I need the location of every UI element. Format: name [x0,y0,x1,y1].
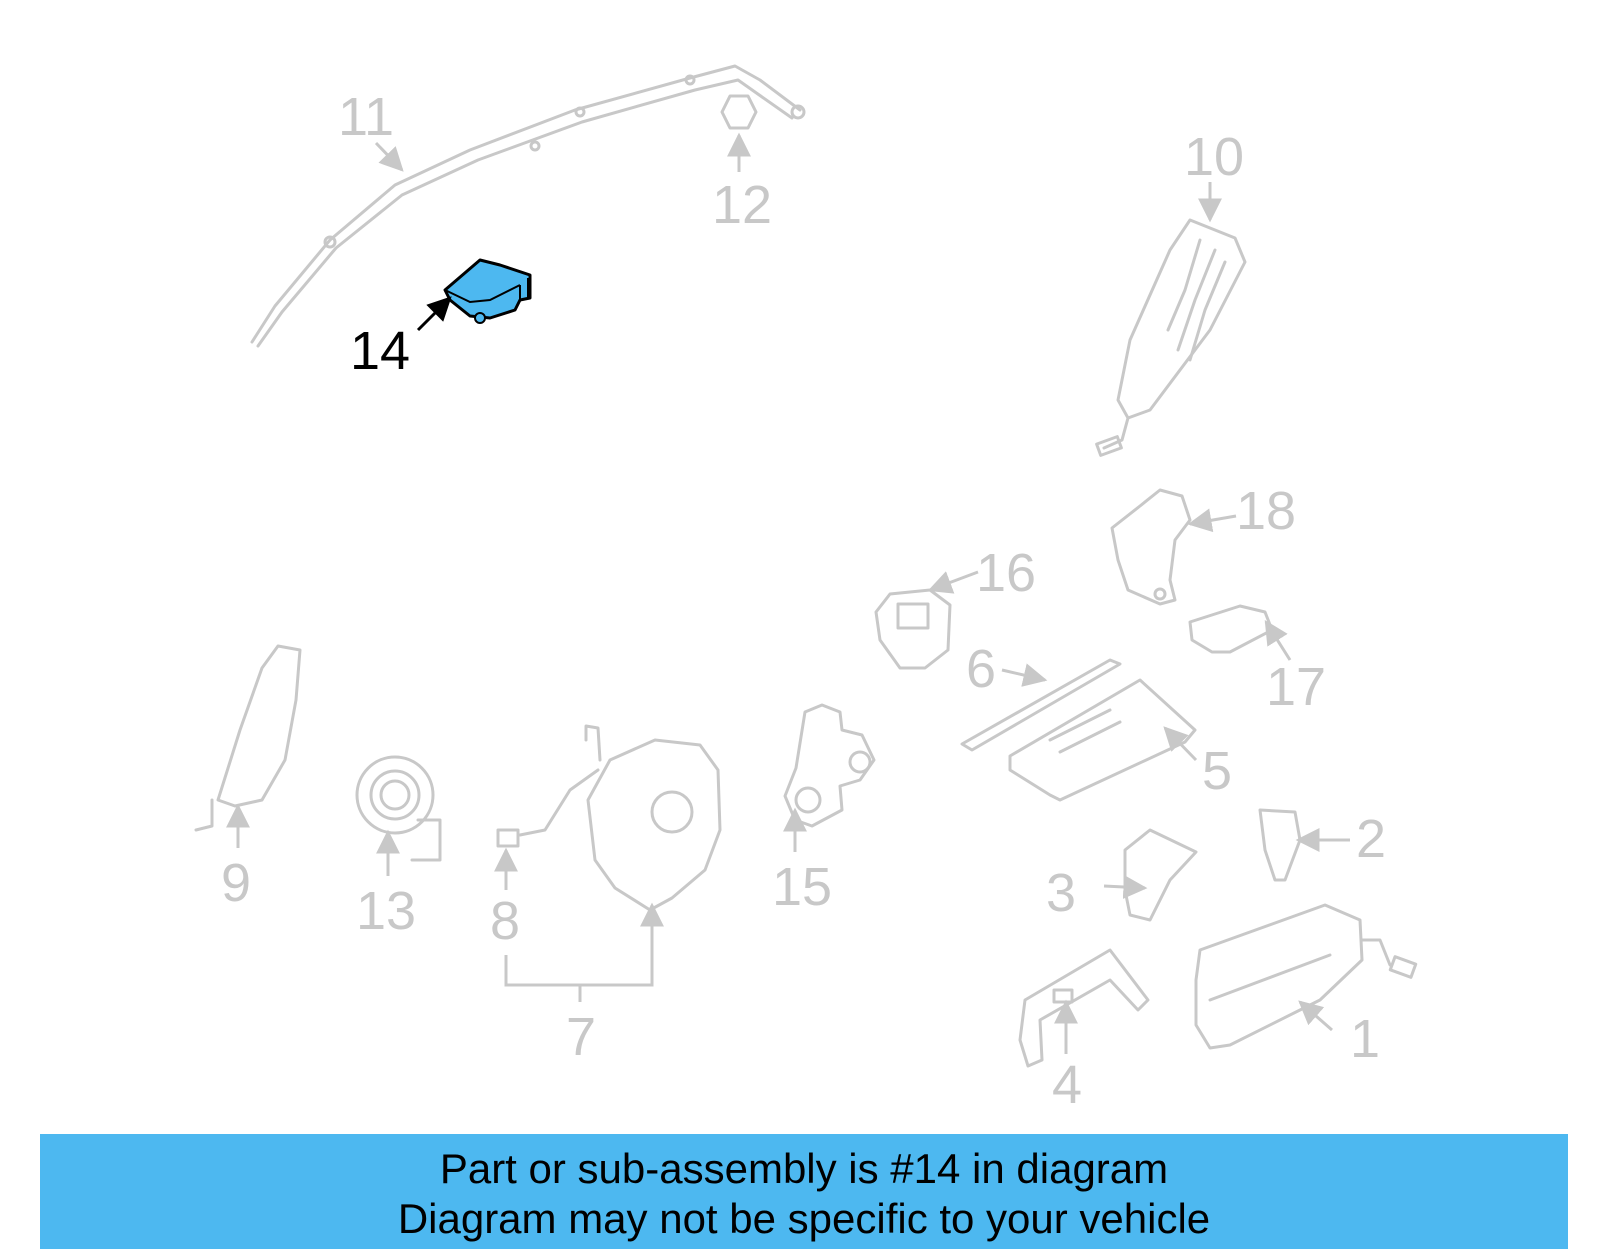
part-11-curtain-airbag [250,64,806,348]
callout-18: 18 [1236,481,1297,541]
callout-14: 14 [350,321,411,381]
callout-6: 6 [966,639,997,699]
banner-part-text: Part or sub-assembly is #14 in diagram [439,1145,1169,1192]
callout-11: 11 [338,87,395,147]
part-12-nut [720,94,758,130]
part-2-bracket [1258,808,1302,882]
callout-13: 13 [356,881,417,941]
part-16-sensor [874,588,952,670]
callout-4: 4 [1052,1055,1083,1115]
part-8-harness [496,768,600,848]
part-9-knee-airbag [194,644,302,832]
callout-16: 16 [976,543,1037,603]
banner-disclaimer-text: Diagram may not be specific to your vehi… [397,1195,1211,1242]
part-5-module [1008,678,1197,802]
callout-7: 7 [566,1007,597,1067]
info-banner: Part or sub-assembly is #14 in diagram D… [40,1134,1568,1249]
part-15-sensor [783,703,876,828]
callout-10: 10 [1184,127,1245,187]
part-4-bracket [1018,948,1150,1068]
callout-12: 12 [712,175,773,235]
leader-lines [226,132,1350,1054]
part-6-strip [960,658,1122,752]
part-14-highlighted [443,258,532,324]
callout-1: 1 [1350,1009,1381,1069]
leader-14 [416,296,452,332]
callout-9: 9 [221,853,252,913]
part-1-passenger-airbag [1194,903,1418,1050]
callout-2: 2 [1356,809,1387,869]
part-13-clock-spring [355,755,442,862]
part-3-bracket [1123,828,1198,922]
part-10-side-airbag [1095,218,1247,457]
callout-15: 15 [772,857,833,917]
part-17-sensor [1188,604,1274,654]
callout-8: 8 [490,891,521,951]
callout-3: 3 [1046,863,1077,923]
part-18-bracket [1110,488,1192,606]
callout-5: 5 [1202,741,1233,801]
callout-17: 17 [1266,657,1327,717]
part-7-steering-airbag [584,724,722,912]
